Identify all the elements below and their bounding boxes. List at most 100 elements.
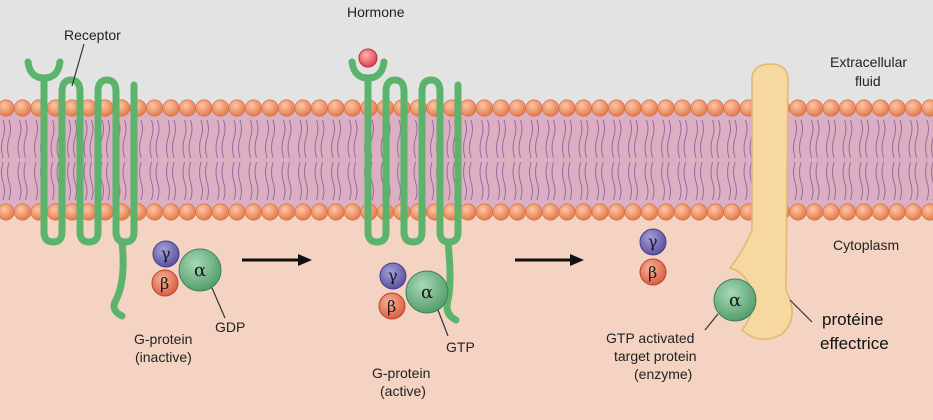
lipid-tail bbox=[188, 161, 193, 201]
lipid-tail bbox=[529, 119, 533, 159]
phospholipid-head bbox=[871, 99, 889, 117]
lipid-tail bbox=[518, 161, 523, 201]
lipid-tail bbox=[166, 119, 170, 159]
phospholipid-head bbox=[871, 203, 889, 221]
lipid-tail bbox=[733, 161, 737, 201]
lipid-tail bbox=[337, 161, 341, 201]
lipid-tail bbox=[865, 119, 869, 159]
lipid-tail bbox=[826, 161, 830, 201]
gamma-symbol: γ bbox=[388, 266, 398, 285]
lipid-tail bbox=[463, 119, 467, 159]
lipid-tail bbox=[925, 119, 929, 159]
effector-label-line1: protéine bbox=[822, 310, 883, 329]
phospholipid-head bbox=[838, 99, 856, 117]
phospholipid-head bbox=[657, 99, 675, 117]
lipid-tail bbox=[496, 119, 500, 159]
lipid-tail bbox=[238, 119, 242, 159]
lipid-tail bbox=[931, 161, 933, 200]
phospholipid-head bbox=[574, 99, 592, 117]
lipid-tail bbox=[595, 161, 599, 201]
lipid-tail bbox=[529, 161, 533, 201]
lipid-tail bbox=[337, 119, 341, 159]
lipid-tail bbox=[650, 119, 655, 159]
lipid-tail bbox=[7, 119, 11, 159]
beta-subunit bbox=[151, 269, 179, 297]
lipid-tail bbox=[221, 161, 226, 201]
lipid-tail bbox=[601, 119, 605, 159]
lipid-tail bbox=[320, 119, 325, 159]
phospholipid-head bbox=[673, 203, 691, 221]
lipid-tail bbox=[914, 119, 919, 159]
phospholipid-head bbox=[162, 99, 180, 117]
lipid-tail bbox=[502, 161, 506, 201]
phospholipid-head bbox=[492, 203, 510, 221]
lipid-tail bbox=[155, 119, 160, 159]
phospholipid-head bbox=[343, 99, 361, 117]
lipid-tail bbox=[815, 119, 820, 159]
receptor-active bbox=[348, 58, 462, 324]
lipid-tail bbox=[17, 119, 22, 159]
lipid-tail bbox=[23, 161, 28, 201]
alpha-symbol: α bbox=[421, 282, 433, 303]
lipid-tail bbox=[809, 161, 814, 201]
phospholipid-head bbox=[723, 99, 741, 117]
lipid-tail bbox=[683, 161, 688, 201]
phospholipid-head bbox=[822, 99, 840, 117]
g-protein-active-label-line2: (active) bbox=[380, 383, 426, 399]
lipid-tail bbox=[518, 119, 523, 159]
lipid-tail bbox=[50, 161, 55, 201]
effector-leader bbox=[789, 299, 813, 323]
lipid-tail bbox=[155, 161, 160, 201]
lipid-tail bbox=[479, 161, 484, 201]
lipid-tail bbox=[271, 161, 275, 201]
beta-symbol: β bbox=[648, 263, 657, 282]
lipid-tail bbox=[248, 161, 253, 201]
lipid-tail bbox=[562, 119, 566, 159]
lipid-tail bbox=[694, 161, 698, 201]
lipid-tail bbox=[617, 119, 622, 159]
lipid-tail bbox=[430, 119, 434, 159]
lipid-tail bbox=[914, 161, 919, 201]
lipid-tail bbox=[166, 161, 170, 201]
cell-membrane bbox=[0, 99, 933, 221]
phospholipid-head bbox=[294, 99, 312, 117]
lipid-tail bbox=[644, 161, 649, 201]
lipid-tail bbox=[892, 161, 896, 201]
target-protein-leader bbox=[704, 313, 719, 331]
phospholipid-head bbox=[921, 203, 933, 221]
phospholipid-head bbox=[327, 203, 345, 221]
phospholipid-head bbox=[706, 99, 724, 117]
lipid-tail bbox=[50, 119, 55, 159]
lipid-tail bbox=[700, 161, 704, 201]
hormone-label: Hormone bbox=[347, 4, 405, 20]
g-protein-inactive-label-line1: G-protein bbox=[134, 331, 192, 347]
phospholipid-head bbox=[591, 99, 609, 117]
phospholipid-head bbox=[310, 203, 328, 221]
lipid-tail bbox=[743, 119, 748, 159]
lipid-tail bbox=[23, 119, 28, 159]
lipid-tail bbox=[842, 119, 847, 159]
lipid-tail bbox=[925, 161, 929, 201]
beta-subunit bbox=[639, 258, 667, 286]
hormone-molecule bbox=[358, 48, 378, 68]
lipid-tail bbox=[898, 161, 902, 201]
phospholipid-head bbox=[228, 203, 246, 221]
lipid-tail bbox=[139, 161, 143, 201]
phospholipid-head bbox=[558, 203, 576, 221]
alpha-subunit bbox=[405, 270, 449, 314]
receptor-inactive bbox=[24, 58, 138, 320]
phospholipid-head bbox=[591, 203, 609, 221]
phospholipid-head bbox=[245, 203, 263, 221]
lipid-tail bbox=[232, 161, 236, 201]
lipid-tail bbox=[826, 119, 830, 159]
phospholipid-head bbox=[14, 99, 31, 117]
g-protein-inactive: α γ β bbox=[151, 240, 222, 297]
lipid-tail bbox=[677, 161, 682, 201]
lipid-tail bbox=[578, 119, 583, 159]
lipid-tail bbox=[265, 119, 269, 159]
phospholipid-head bbox=[888, 203, 906, 221]
lipid-tail bbox=[353, 161, 358, 201]
phospholipid-head bbox=[558, 99, 576, 117]
phospholipid-head bbox=[195, 203, 213, 221]
